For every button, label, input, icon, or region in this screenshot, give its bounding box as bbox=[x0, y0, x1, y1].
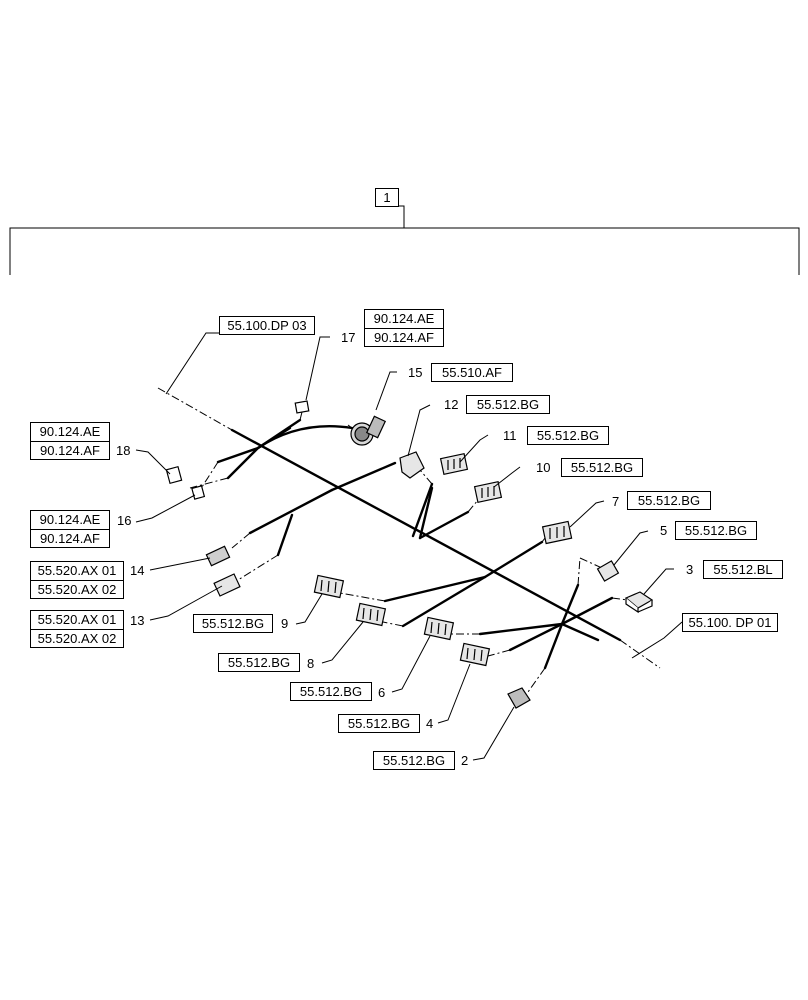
part-number-7: 7 bbox=[612, 494, 620, 509]
part-number-18: 18 bbox=[116, 443, 131, 458]
harness-dashed-segments bbox=[157, 387, 661, 693]
part-number-12: 12 bbox=[444, 397, 459, 412]
ref-90-124-ae[interactable]: 90.124.AE bbox=[364, 309, 444, 328]
harness-trunk bbox=[216, 418, 622, 670]
part-number-16: 16 bbox=[117, 513, 132, 528]
ref-55-510-af[interactable]: 55.510.AF bbox=[431, 363, 513, 382]
ref-55-520-ax02-14[interactable]: 55.520.AX 02 bbox=[30, 580, 124, 599]
connector-2 bbox=[507, 687, 531, 709]
connector-12 bbox=[399, 451, 425, 479]
connector-16 bbox=[191, 485, 206, 500]
ref-55-512-bg-9[interactable]: 55.512.BG bbox=[193, 614, 273, 633]
connector-14 bbox=[205, 545, 231, 567]
assembly-bracket bbox=[9, 205, 800, 275]
ref-55-512-bg-8[interactable]: 55.512.BG bbox=[218, 653, 300, 672]
connector-15 bbox=[350, 415, 387, 446]
ref-55-100-dp03[interactable]: 55.100.DP 03 bbox=[219, 316, 315, 335]
ref-55-512-bg-4[interactable]: 55.512.BG bbox=[338, 714, 420, 733]
connector-18 bbox=[165, 465, 183, 485]
ref-90-124-ae-18[interactable]: 90.124.AE bbox=[30, 422, 110, 441]
connector-6 bbox=[423, 616, 455, 641]
connector-9 bbox=[313, 574, 345, 599]
part-number-3: 3 bbox=[686, 562, 694, 577]
ref-90-124-af-16[interactable]: 90.124.AF bbox=[30, 529, 110, 548]
ref-55-520-ax01-14[interactable]: 55.520.AX 01 bbox=[30, 561, 124, 580]
connectors bbox=[165, 400, 654, 709]
ref-55-512-bg-2[interactable]: 55.512.BG bbox=[373, 751, 455, 770]
ref-55-512-bg-5[interactable]: 55.512.BG bbox=[675, 521, 757, 540]
ref-55-512-bg-12[interactable]: 55.512.BG bbox=[466, 395, 550, 414]
leader-lines bbox=[135, 332, 683, 761]
part-number-14: 14 bbox=[130, 563, 145, 578]
ref-55-100-dp01[interactable]: 55.100. DP 01 bbox=[682, 613, 778, 632]
ref-55-520-ax02-13[interactable]: 55.520.AX 02 bbox=[30, 629, 124, 648]
part-number-2: 2 bbox=[461, 753, 469, 768]
connector-7 bbox=[541, 520, 573, 545]
connector-5 bbox=[596, 560, 620, 582]
part-number-4: 4 bbox=[426, 716, 434, 731]
ref-55-512-bg-7[interactable]: 55.512.BG bbox=[627, 491, 711, 510]
connector-17 bbox=[294, 400, 310, 414]
ref-90-124-ae-16[interactable]: 90.124.AE bbox=[30, 510, 110, 529]
part-13-refs: 55.520.AX 01 55.520.AX 02 bbox=[30, 610, 124, 648]
ref-55-512-bg-11[interactable]: 55.512.BG bbox=[527, 426, 609, 445]
part-number-13: 13 bbox=[130, 613, 145, 628]
ref-55-512-bg-10[interactable]: 55.512.BG bbox=[561, 458, 643, 477]
part-18-refs: 90.124.AE 90.124.AF bbox=[30, 422, 110, 460]
connector-4 bbox=[459, 642, 491, 667]
ref-55-512-bl-3[interactable]: 55.512.BL bbox=[703, 560, 783, 579]
connector-8 bbox=[355, 602, 387, 627]
part-number-9: 9 bbox=[281, 616, 289, 631]
ref-90-124-af[interactable]: 90.124.AF bbox=[364, 328, 444, 347]
part-number-11: 11 bbox=[503, 428, 517, 443]
ref-90-124-af-18[interactable]: 90.124.AF bbox=[30, 441, 110, 460]
connector-11 bbox=[439, 452, 469, 476]
part-number-10: 10 bbox=[536, 460, 551, 475]
part-17-refs: 90.124.AE 90.124.AF bbox=[364, 309, 444, 347]
part-number-15: 15 bbox=[408, 365, 423, 380]
connector-3 bbox=[624, 591, 654, 614]
part-number-8: 8 bbox=[307, 656, 315, 671]
part-14-refs: 55.520.AX 01 55.520.AX 02 bbox=[30, 561, 124, 599]
part-number-5: 5 bbox=[660, 523, 668, 538]
connector-13 bbox=[213, 573, 241, 597]
ref-55-512-bg-6[interactable]: 55.512.BG bbox=[290, 682, 372, 701]
part-number-6: 6 bbox=[378, 685, 386, 700]
part-16-refs: 90.124.AE 90.124.AF bbox=[30, 510, 110, 548]
part-number-17: 17 bbox=[341, 330, 356, 345]
assembly-callout[interactable]: 1 bbox=[375, 188, 399, 207]
ref-55-520-ax01-13[interactable]: 55.520.AX 01 bbox=[30, 610, 124, 629]
